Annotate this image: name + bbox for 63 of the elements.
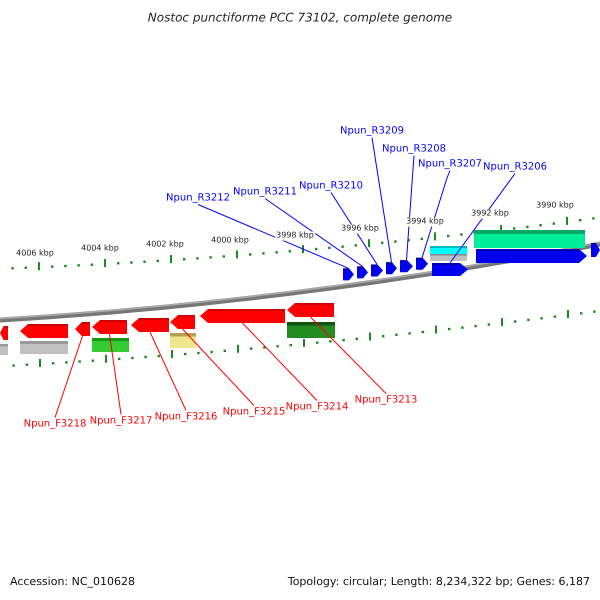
scale-label: 3992 kbp <box>470 210 510 218</box>
scale-label: 3998 kbp <box>275 232 315 240</box>
feature-bar <box>430 246 467 254</box>
title: Nostoc punctiforme PCC 73102, complete genome <box>148 11 452 25</box>
gene-label: Npun_F3215 <box>222 406 286 418</box>
gene-label: Npun_R3209 <box>340 126 404 136</box>
leader-line <box>182 328 254 406</box>
gene-feature <box>432 263 468 276</box>
gene-feature <box>0 326 8 340</box>
leader-line <box>406 155 414 261</box>
leader-line <box>264 198 363 267</box>
gene-feature <box>131 318 169 332</box>
scale-label: 3990 kbp <box>535 202 575 210</box>
gene-feature <box>343 268 354 280</box>
gene-label: Npun_R3206 <box>483 162 547 172</box>
scale-label: 4006 kbp <box>15 250 55 258</box>
gene-feature <box>20 324 68 338</box>
leader-line <box>109 334 122 415</box>
leader-line <box>54 336 83 418</box>
gene-label: Npun_F3214 <box>286 402 348 412</box>
gene-feature <box>400 260 413 272</box>
gene-feature <box>371 264 383 276</box>
leader-line <box>150 332 186 411</box>
gene-label: Npun_R3212 <box>166 192 230 204</box>
feature-bar <box>430 254 467 261</box>
gene-feature <box>357 266 368 278</box>
gene-feature <box>287 303 334 317</box>
gene-label: Npun_F3218 <box>24 418 86 430</box>
leader-line <box>372 137 392 263</box>
scale-label: 3994 kbp <box>405 218 445 226</box>
gene-label: Npun_R3207 <box>418 158 482 170</box>
gene-feature <box>386 262 397 274</box>
leader-line <box>242 322 318 401</box>
gene-label: Npun_R3208 <box>382 144 446 154</box>
leader-line <box>330 192 378 265</box>
footer-note: Topology: circular; Length: 8,234,322 bp; Genes: 6,187 <box>288 576 590 588</box>
gene-label: Npun_R3210 <box>299 180 363 192</box>
feature-bar <box>287 322 335 338</box>
feature-bar <box>0 344 8 355</box>
gene-feature <box>476 249 587 263</box>
feature-bar <box>170 333 196 348</box>
leader-line <box>450 173 516 264</box>
footer-note: Accession: NC_010628 <box>10 576 136 588</box>
gene-label: Npun_R3211 <box>233 186 297 198</box>
scale-label: 4002 kbp <box>145 240 185 250</box>
gene-feature <box>170 315 195 329</box>
leader-line <box>310 316 386 394</box>
leader-line <box>422 170 450 258</box>
gene-feature <box>416 258 428 270</box>
leader-line <box>198 204 349 269</box>
scale-label: 3996 kbp <box>340 224 380 234</box>
feature-bar <box>474 230 585 248</box>
feature-bar <box>92 338 129 352</box>
gene-label: Npun_F3213 <box>354 394 418 406</box>
scale-label: 4000 kbp <box>210 236 250 246</box>
feature-bar <box>20 341 68 354</box>
gene-label: Npun_F3217 <box>90 416 152 426</box>
gene-feature <box>591 243 600 257</box>
gene-feature <box>75 322 90 336</box>
gene-label: Npun_F3216 <box>154 412 218 422</box>
scale-label: 4004 kbp <box>80 244 120 254</box>
gene-feature <box>200 309 285 323</box>
gene-feature <box>92 320 127 334</box>
